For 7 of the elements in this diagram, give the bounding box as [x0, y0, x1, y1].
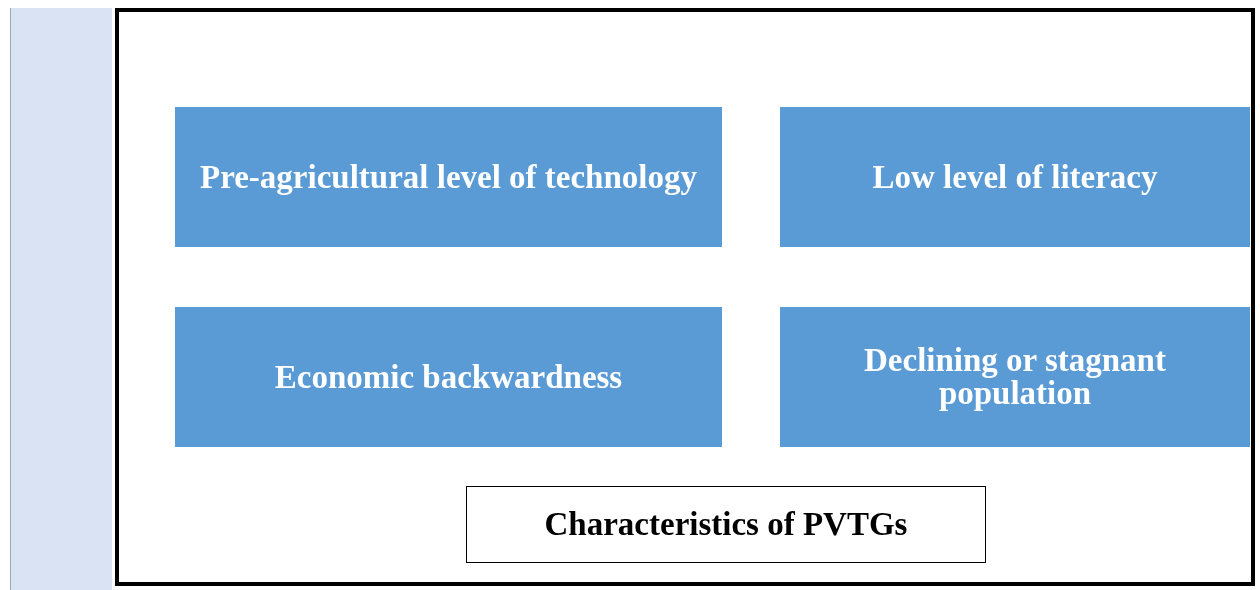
feature-box: Low level of literacy	[780, 107, 1250, 247]
side-band	[10, 8, 112, 590]
feature-box: Economic backwardness	[175, 307, 722, 447]
feature-box: Declining or stagnant population	[780, 307, 1250, 447]
feature-box: Pre-agricultural level of technology	[175, 107, 722, 247]
frame-border	[115, 8, 1255, 586]
title-box: Characteristics of PVTGs	[466, 486, 986, 563]
